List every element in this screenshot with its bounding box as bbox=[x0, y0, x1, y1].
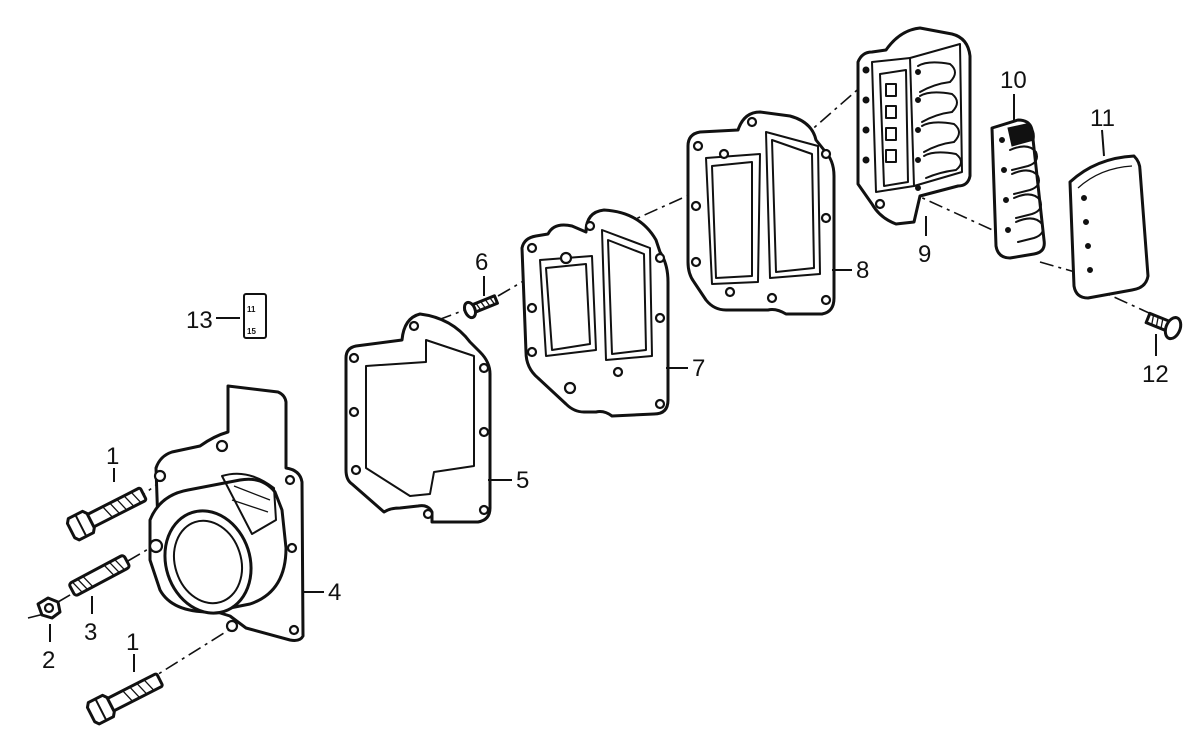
gasket-part-8 bbox=[686, 110, 836, 316]
callout-2: 2 bbox=[42, 647, 55, 674]
decal-part-13: 11 15 bbox=[243, 293, 267, 339]
decal-text-top: 11 bbox=[247, 305, 256, 314]
callout-11: 11 bbox=[1090, 105, 1115, 132]
callout-6: 6 bbox=[475, 249, 488, 276]
callout-1-upper: 1 bbox=[106, 443, 119, 470]
stud-part-3 bbox=[68, 554, 131, 597]
callout-13: 13 bbox=[186, 307, 213, 334]
screw-part-6 bbox=[462, 294, 499, 320]
callout-3: 3 bbox=[84, 619, 97, 646]
reed-block-part-9 bbox=[856, 26, 972, 226]
nut-part-2 bbox=[36, 596, 62, 620]
reed-petal-part-10 bbox=[990, 118, 1046, 260]
callout-7: 7 bbox=[692, 355, 705, 382]
leader-lines bbox=[49, 94, 1157, 672]
callout-8: 8 bbox=[856, 257, 869, 284]
gasket-part-5 bbox=[344, 312, 492, 524]
callout-labels: 1 1 2 3 4 5 6 7 8 9 10 11 12 13 bbox=[42, 67, 1169, 674]
callout-4: 4 bbox=[328, 579, 341, 606]
decal-text-bottom: 15 bbox=[247, 327, 256, 336]
bolt-upper-part-1 bbox=[65, 486, 148, 542]
reed-stop-part-11 bbox=[1068, 154, 1150, 300]
callout-5: 5 bbox=[516, 467, 529, 494]
callout-1-lower: 1 bbox=[126, 629, 139, 656]
callout-10: 10 bbox=[1000, 67, 1027, 94]
callout-9: 9 bbox=[918, 241, 931, 268]
bolt-lower-part-1 bbox=[85, 672, 164, 726]
screw-part-12 bbox=[1144, 311, 1183, 341]
callout-12: 12 bbox=[1142, 361, 1169, 388]
reed-plate-part-7 bbox=[520, 208, 670, 418]
adaptor-flange-part-4 bbox=[148, 384, 305, 642]
